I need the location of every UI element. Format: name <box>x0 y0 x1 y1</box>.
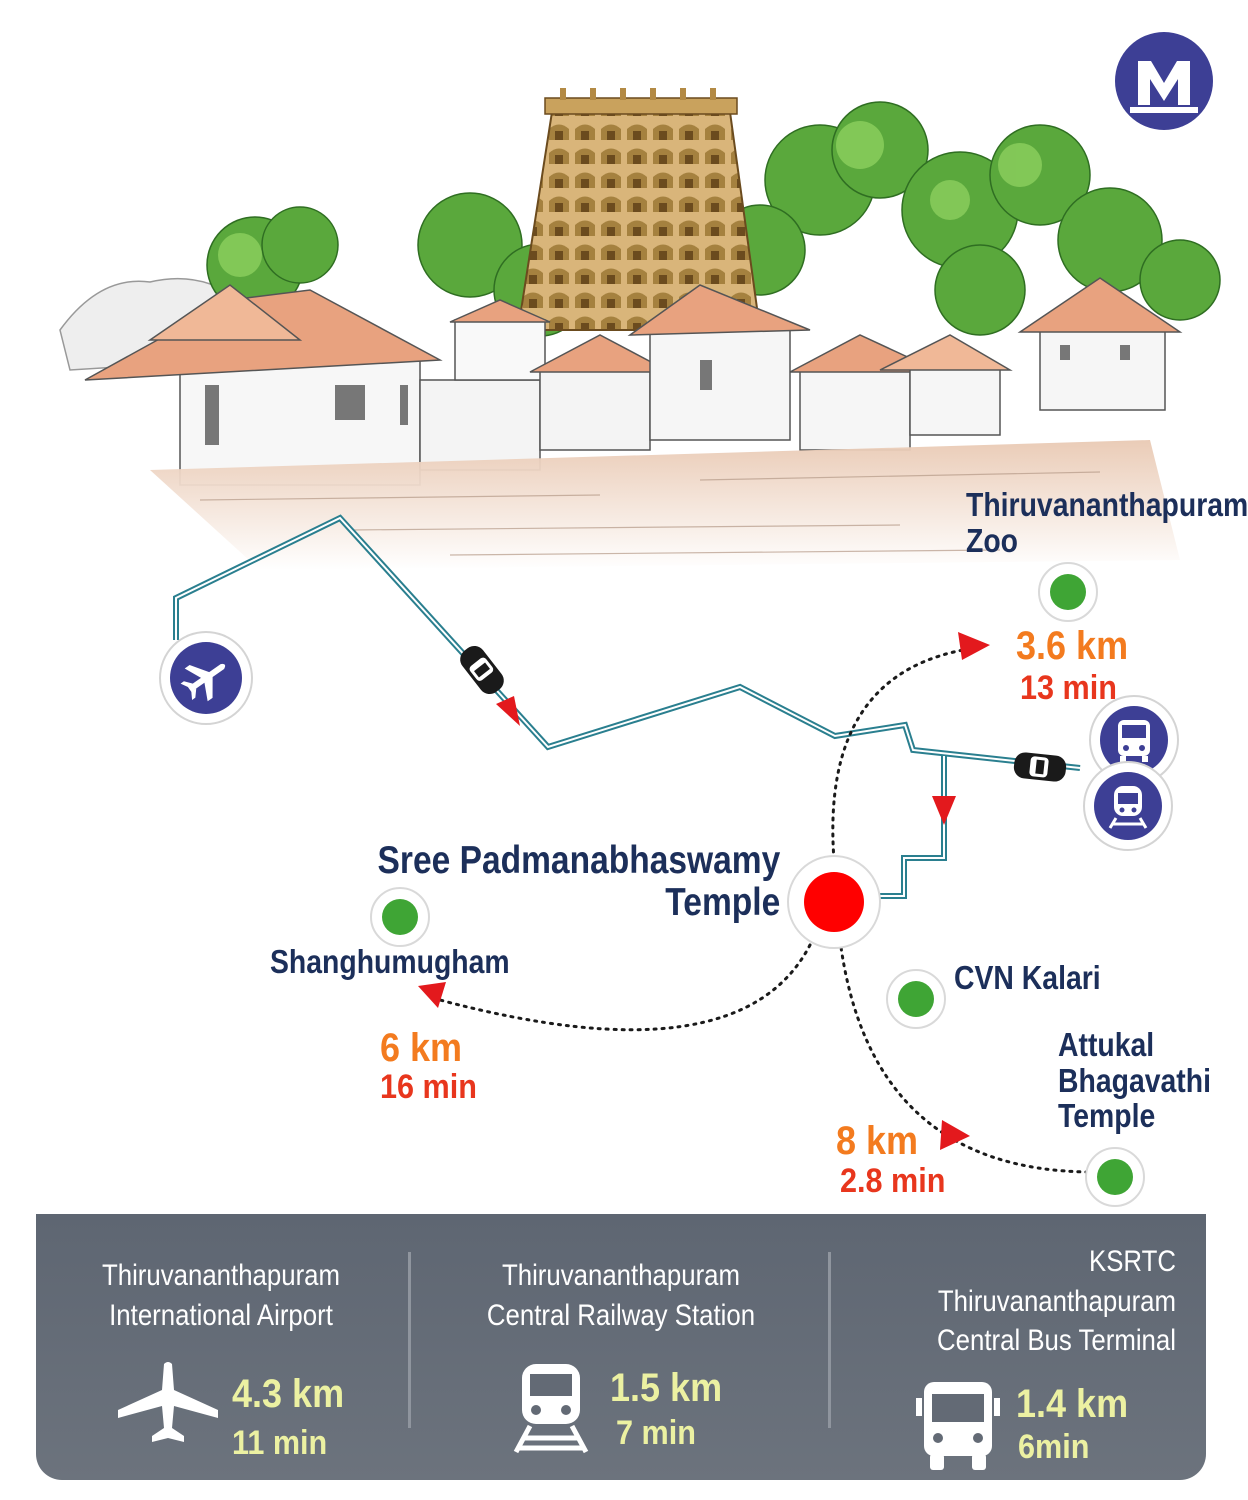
bus-terminal-distance: 1.4 km <box>1016 1382 1129 1426</box>
attukal-distance-km: 8 km <box>836 1119 919 1163</box>
airplane-icon <box>159 631 253 725</box>
zoo-time: 13 min <box>1020 669 1117 707</box>
railway-station-time: 7 min <box>616 1414 696 1452</box>
airport-name: Thiruvananthapuram International Airport <box>101 1259 341 1332</box>
temple-label: Sree Padmanabhaswamy Temple <box>377 839 780 925</box>
arrow-to-zoo <box>958 632 990 660</box>
arrow-airport-route <box>496 696 520 726</box>
bus-terminal-name: KSRTC Thiruvananthapuram Central Bus Ter… <box>937 1245 1176 1358</box>
arrow-station-route <box>932 796 956 825</box>
zoo-distance: 3.6 km <box>1016 625 1128 667</box>
bus-icon <box>916 1382 1000 1470</box>
attukal-label: Attukal Bhagavathi Temple <box>1058 1026 1211 1135</box>
attukal-distance: 8 km <box>836 1120 918 1162</box>
shanghumugham-label: Shanghumugham <box>270 943 510 980</box>
shanghumugham-time-min: 16 min <box>380 1068 477 1106</box>
cvn-kalari-marker <box>886 969 946 1029</box>
airport-time: 11 min <box>232 1424 328 1462</box>
summary-panel: Thiruvananthapuram International Airport… <box>36 1214 1206 1480</box>
shanghumugham-distance-km: 6 km <box>380 1026 463 1070</box>
arrow-to-attukal <box>940 1120 970 1150</box>
railway-station-distance: 1.5 km <box>610 1366 723 1410</box>
attukal-time: 2.8 min <box>840 1162 946 1200</box>
attukal-marker <box>1085 1147 1145 1207</box>
arrow-to-shanghumugham <box>418 982 446 1008</box>
airport-distance: 4.3 km <box>232 1372 345 1416</box>
panel-divider <box>408 1252 411 1428</box>
temple-scene-illustration <box>59 88 1221 570</box>
zoo-marker <box>1038 562 1098 622</box>
airplane-icon <box>118 1362 218 1442</box>
train-icon <box>513 1364 589 1454</box>
zoo-distance-km: 3.6 km <box>1016 624 1129 668</box>
railway-station-name: Thiruvananthapuram Central Railway Stati… <box>486 1259 756 1332</box>
direction-arrows <box>418 632 990 1150</box>
zoo-time-min: 13 min <box>1020 669 1117 707</box>
cvn-kalari-label: CVN Kalari <box>954 959 1101 996</box>
shanghumugham-marker <box>370 887 430 947</box>
bus-terminal-time: 6min <box>1018 1428 1090 1466</box>
train-icon <box>1083 761 1173 851</box>
dotted-paths <box>438 646 1092 1174</box>
attukal-time-min: 2.8 min <box>840 1162 946 1200</box>
car-icon <box>460 645 504 695</box>
shanghumugham-distance: 6 km 16 min <box>380 1027 477 1106</box>
brand-logo <box>1115 32 1213 130</box>
panel-divider <box>828 1252 831 1428</box>
zoo-label: Thiruvananthapuram Zoo <box>966 486 1248 559</box>
car-icon <box>1013 752 1067 782</box>
temple-marker <box>787 855 881 949</box>
